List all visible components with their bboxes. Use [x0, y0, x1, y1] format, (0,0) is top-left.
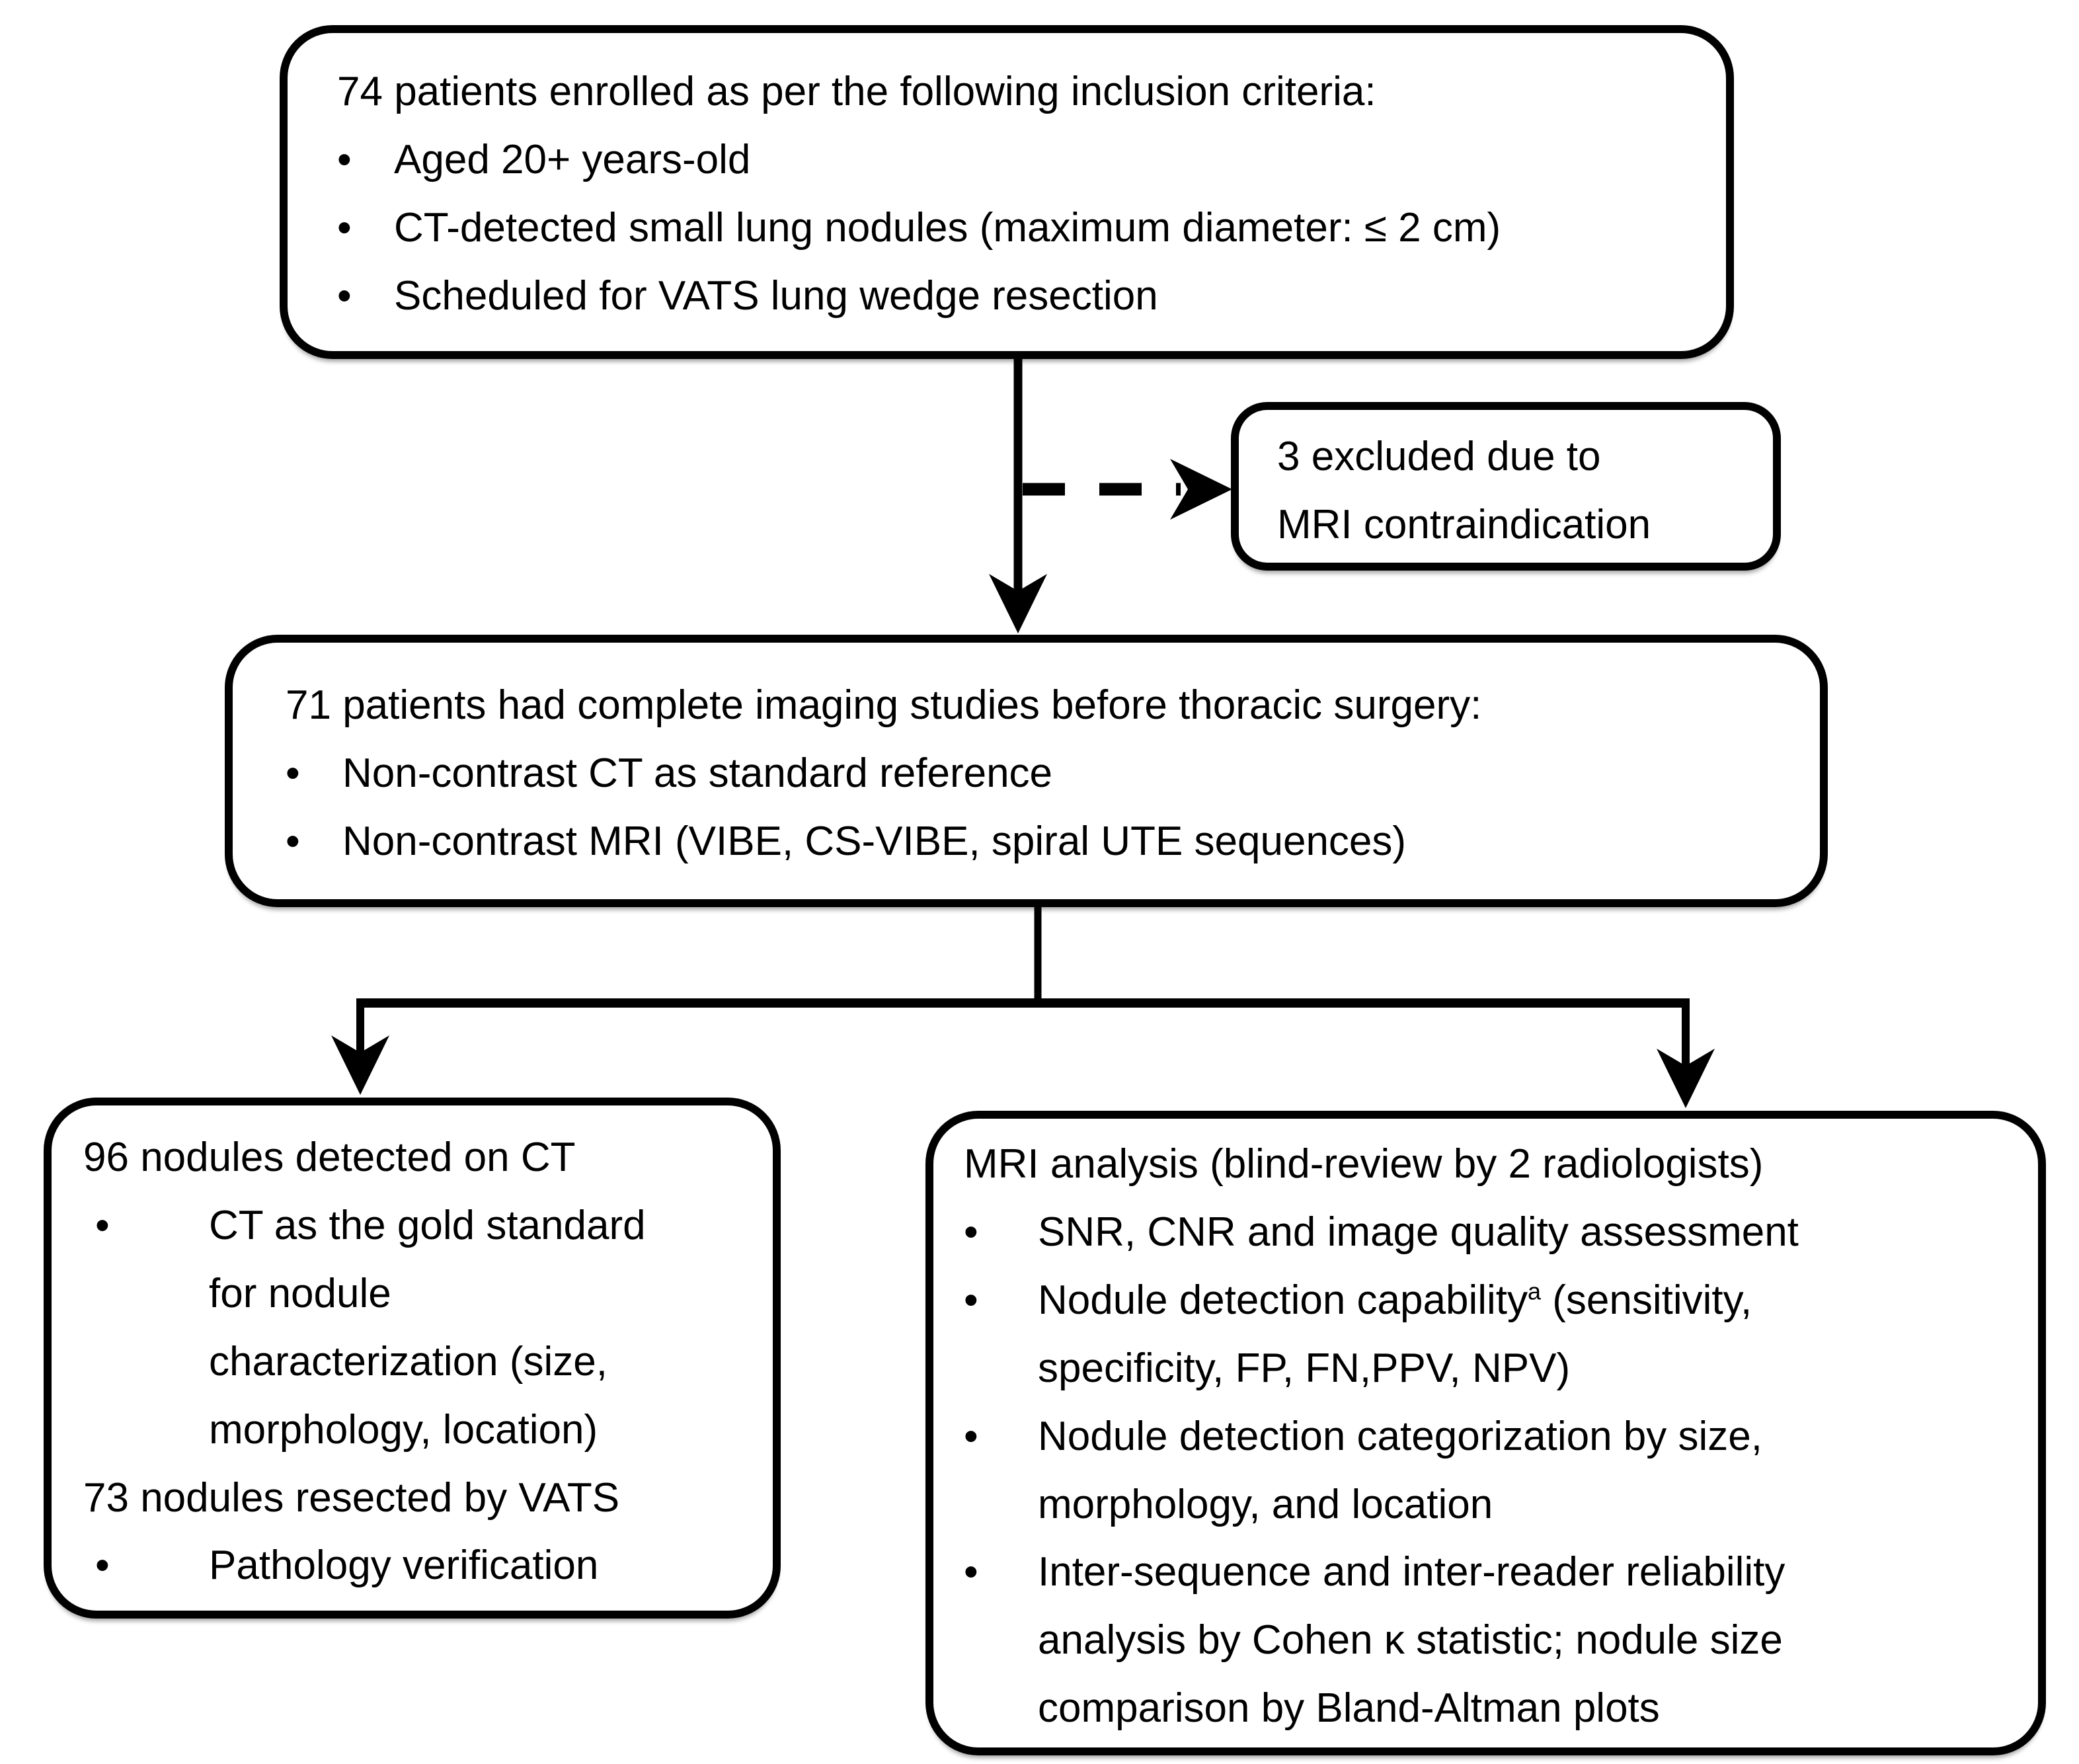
- mri-bullet-text: SNR, CNR and image quality assessment: [1038, 1209, 1799, 1255]
- bullet-marker: •: [286, 818, 300, 864]
- bullet-marker: •: [95, 1543, 110, 1589]
- mri-bullet-text: Inter-sequence and inter-reader reliabil…: [1038, 1549, 1785, 1732]
- enrollment-title: 74 patients enrolled as per the followin…: [337, 69, 1376, 114]
- imaging-bullet-item: • Non-contrast CT as standard reference: [286, 740, 1780, 808]
- mri-bullet-item: • Nodule detection categorization by siz…: [964, 1403, 2018, 1539]
- imaging-bullet-text: Non-contrast CT as standard reference: [342, 750, 1053, 796]
- bullet-marker: •: [964, 1277, 978, 1323]
- ct-bullet-item: • CT as the gold standard for nodule cha…: [83, 1192, 753, 1464]
- mri-title: MRI analysis (blind-review by 2 radiolog…: [964, 1141, 1764, 1187]
- bullet-marker: •: [337, 136, 352, 182]
- arrow-to-mri-head: [1657, 1049, 1715, 1108]
- ct-line-2: 73 nodules resected by VATS: [83, 1474, 620, 1521]
- mri-bullet-text: Nodule detection categorization by size,…: [1038, 1413, 1762, 1527]
- bullet-marker: •: [95, 1202, 110, 1248]
- ct-line-1: 96 nodules detected on CT: [83, 1135, 576, 1180]
- node-excluded: 3 excluded due to MRI contraindication: [1231, 402, 1781, 571]
- node-mri-analysis: MRI analysis (blind-review by 2 radiolog…: [925, 1111, 2046, 1755]
- bullet-marker: •: [337, 272, 352, 319]
- footnote-superscript: a: [1528, 1277, 1542, 1305]
- enrollment-bullet-text: Aged 20+ years-old: [394, 136, 751, 182]
- ct-bullet-text: Pathology verification: [209, 1543, 599, 1589]
- imaging-bullet-item: • Non-contrast MRI (VIBE, CS-VIBE, spira…: [286, 808, 1780, 876]
- enrollment-bullet-item: • Aged 20+ years-old: [337, 126, 1686, 194]
- enrollment-bullet-item: • CT-detected small lung nodules (maximu…: [337, 194, 1686, 262]
- enrollment-bullet-text: Scheduled for VATS lung wedge resection: [394, 272, 1158, 319]
- node-imaging: 71 patients had complete imaging studies…: [225, 635, 1828, 907]
- mri-bullet-text-post: (sensitivity, specificity, FP, FN,PPV, N…: [1038, 1277, 1752, 1391]
- bullet-marker: •: [337, 204, 352, 251]
- arrow-enrollment-to-imaging-head: [989, 574, 1047, 633]
- excluded-text: 3 excluded due to MRI contraindication: [1277, 434, 1651, 547]
- mri-bullet-text: Nodule detection capabilitya (sensitivit…: [1038, 1267, 1752, 1403]
- mri-bullet-item: • Inter-sequence and inter-reader reliab…: [964, 1539, 2018, 1743]
- bullet-marker: •: [964, 1209, 978, 1255]
- mri-bullet-item: • SNR, CNR and image quality assessment: [964, 1199, 2018, 1267]
- mri-bullet-text-pre: Nodule detection capability: [1038, 1277, 1528, 1323]
- enrollment-bullet-text: CT-detected small lung nodules (maximum …: [394, 204, 1501, 251]
- enrollment-bullet-item: • Scheduled for VATS lung wedge resectio…: [337, 262, 1686, 331]
- imaging-bullet-text: Non-contrast MRI (VIBE, CS-VIBE, spiral …: [342, 818, 1407, 864]
- arrow-to-ct-head: [331, 1035, 389, 1095]
- ct-bullet-item: • Pathology verification: [83, 1532, 753, 1600]
- dashed-arrow-to-excluded-head: [1170, 459, 1232, 520]
- node-ct-nodules: 96 nodules detected on CT • CT as the go…: [44, 1098, 781, 1619]
- bullet-marker: •: [286, 750, 300, 796]
- mri-bullet-item: • Nodule detection capabilitya (sensitiv…: [964, 1267, 2018, 1403]
- bullet-marker: •: [964, 1549, 978, 1595]
- node-enrollment: 74 patients enrolled as per the followin…: [280, 25, 1734, 359]
- ct-bullet-text: CT as the gold standard for nodule chara…: [209, 1202, 646, 1453]
- imaging-title: 71 patients had complete imaging studies…: [286, 682, 1482, 728]
- bullet-marker: •: [964, 1413, 978, 1459]
